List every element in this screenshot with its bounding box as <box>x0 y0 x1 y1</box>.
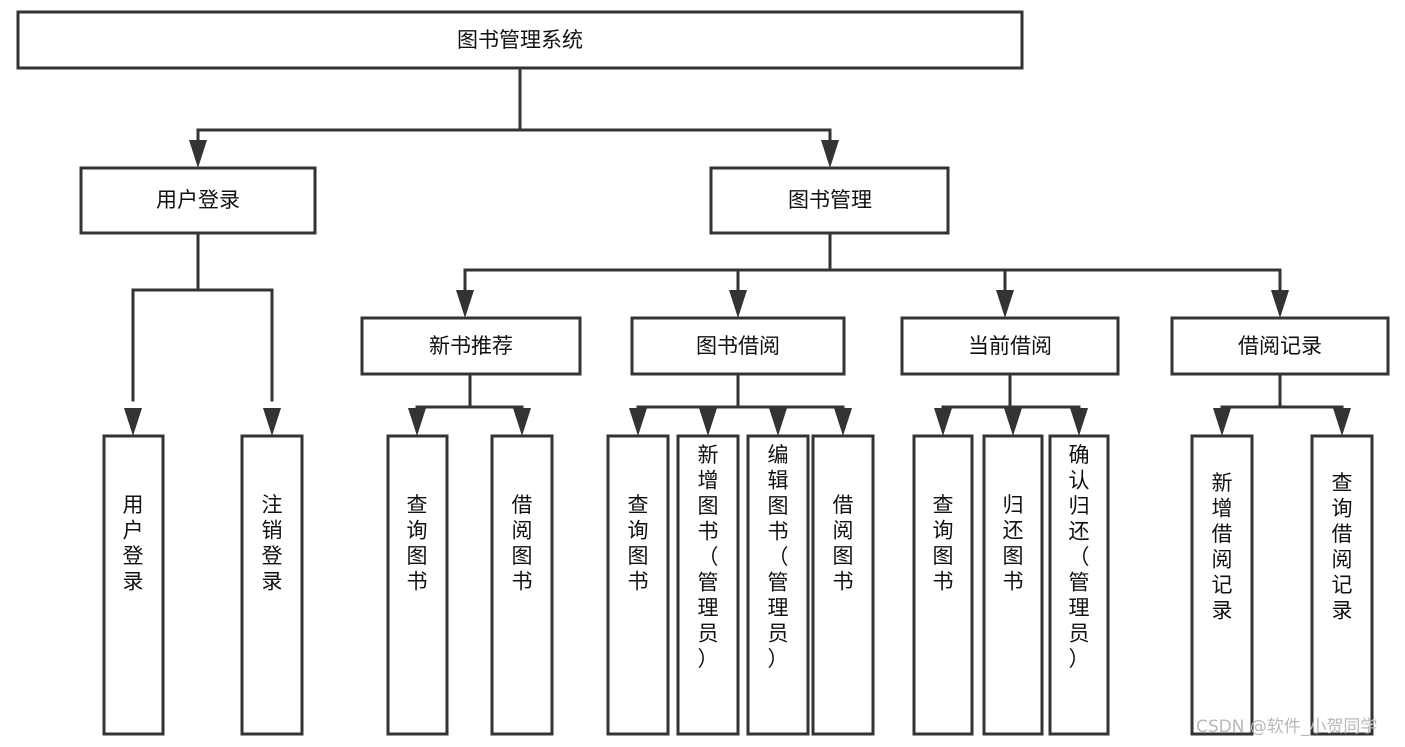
leaf-node-11-label: 确认归还（管理员） <box>1069 443 1090 671</box>
leaf-node-4-box[interactable] <box>490 434 554 736</box>
leaf-node-12-box[interactable] <box>1190 434 1254 736</box>
leaf-node-6-box[interactable] <box>676 434 740 736</box>
node-bookmgmt-label: 图书管理 <box>788 188 872 212</box>
node-login-box[interactable] <box>79 166 317 235</box>
leaf-node-3-box[interactable] <box>386 434 449 736</box>
arrow-head-leaf-4 <box>513 408 531 436</box>
leaf-node-2-box[interactable] <box>240 434 304 736</box>
node-root-label: 图书管理系统 <box>457 28 583 52</box>
arrow-head-current <box>996 290 1014 318</box>
node-login[interactable]: 用户登录 <box>79 166 317 235</box>
csdn-watermark: CSDN @软件_小贺同学 <box>1196 717 1377 737</box>
node-borrow-box[interactable] <box>630 316 846 376</box>
leaf-node-13-label: 查询借阅记录 <box>1332 471 1353 623</box>
leaf-node-10-label: 归还图书 <box>1003 493 1024 594</box>
node-newbook[interactable]: 新书推荐 <box>360 316 582 376</box>
arrow-head-leaf-11 <box>1070 408 1088 436</box>
leaf-node-12[interactable]: 新增借阅记录 <box>1190 434 1254 736</box>
leaf-node-11-box[interactable] <box>1048 434 1110 736</box>
node-newbook-label: 新书推荐 <box>429 334 513 358</box>
node-bookmgmt-box[interactable] <box>709 166 950 235</box>
leaf-node-10[interactable]: 归还图书 <box>982 434 1044 736</box>
arrow-head-leaf-6 <box>699 408 717 436</box>
arrow-head-leaf-9 <box>934 408 952 436</box>
arrow-head-newbook <box>456 290 474 318</box>
leaf-node-5-label: 查询图书 <box>628 493 649 594</box>
leaf-node-5[interactable]: 查询图书 <box>606 434 670 736</box>
leaf-node-4-label: 借阅图书 <box>512 493 533 594</box>
leaf-node-9-box[interactable] <box>912 434 974 736</box>
leaf-node-9-label: 查询图书 <box>933 493 954 594</box>
node-current[interactable]: 当前借阅 <box>900 316 1120 376</box>
leaf-node-8[interactable]: 借阅图书 <box>811 434 875 736</box>
leaf-node-6-label: 新增图书（管理员） <box>698 443 719 671</box>
arrow-head-leaf-3 <box>408 408 426 436</box>
leaf-node-3-label: 查询图书 <box>407 493 428 594</box>
node-root-box[interactable] <box>16 10 1024 70</box>
leaf-node-13-box[interactable] <box>1310 434 1374 736</box>
arrow-head-leaf-12 <box>1213 408 1231 436</box>
leaf-node-2-label: 注销登录 <box>262 493 283 594</box>
arrow-head-leaf-1 <box>124 408 142 436</box>
leaf-node-13[interactable]: 查询借阅记录 <box>1310 434 1374 736</box>
arrow-head-leaf-2 <box>263 408 281 436</box>
connector-layer <box>124 67 1351 436</box>
leaf-node-7-label: 编辑图书（管理员） <box>768 443 789 671</box>
leaf-node-9[interactable]: 查询图书 <box>912 434 974 736</box>
leaf-node-1-box[interactable] <box>102 434 165 736</box>
leaf-node-6[interactable]: 新增图书（管理员） <box>676 434 740 736</box>
leaf-node-3[interactable]: 查询图书 <box>386 434 449 736</box>
arrow-head-bookmgmt <box>821 140 839 168</box>
leaf-node-7[interactable]: 编辑图书（管理员） <box>746 434 810 736</box>
arrow-head-leaf-13 <box>1333 408 1351 436</box>
arrow-head-records <box>1271 290 1289 318</box>
leaf-node-2[interactable]: 注销登录 <box>240 434 304 736</box>
leaf-node-7-box[interactable] <box>746 434 810 736</box>
node-bookmgmt[interactable]: 图书管理 <box>709 166 950 235</box>
node-borrow[interactable]: 图书借阅 <box>630 316 846 376</box>
node-borrow-label: 图书借阅 <box>696 334 780 358</box>
leaf-node-12-label: 新增借阅记录 <box>1212 471 1233 623</box>
leaf-node-8-label: 借阅图书 <box>833 493 854 594</box>
arrow-head-leaf-7 <box>769 408 787 436</box>
arrow-head-leaf-5 <box>629 408 647 436</box>
node-records-label: 借阅记录 <box>1238 334 1322 358</box>
node-records[interactable]: 借阅记录 <box>1170 316 1390 376</box>
node-newbook-box[interactable] <box>360 316 582 376</box>
node-root[interactable]: 图书管理系统 <box>16 10 1024 70</box>
leaf-node-11[interactable]: 确认归还（管理员） <box>1048 434 1110 736</box>
node-login-label: 用户登录 <box>156 188 240 212</box>
leaf-node-1-label: 用户登录 <box>123 493 144 594</box>
leaf-node-8-box[interactable] <box>811 434 875 736</box>
leaf-node-10-box[interactable] <box>982 434 1044 736</box>
node-current-label: 当前借阅 <box>968 334 1052 358</box>
leaf-node-1[interactable]: 用户登录 <box>102 434 165 736</box>
node-current-box[interactable] <box>900 316 1120 376</box>
leaf-node-4[interactable]: 借阅图书 <box>490 434 554 736</box>
leaf-node-5-box[interactable] <box>606 434 670 736</box>
node-records-box[interactable] <box>1170 316 1390 376</box>
arrow-head-borrow <box>729 290 747 318</box>
arrow-head-leaf-10 <box>1004 408 1022 436</box>
arrow-head-login <box>189 140 207 168</box>
arrow-head-leaf-8 <box>834 408 852 436</box>
